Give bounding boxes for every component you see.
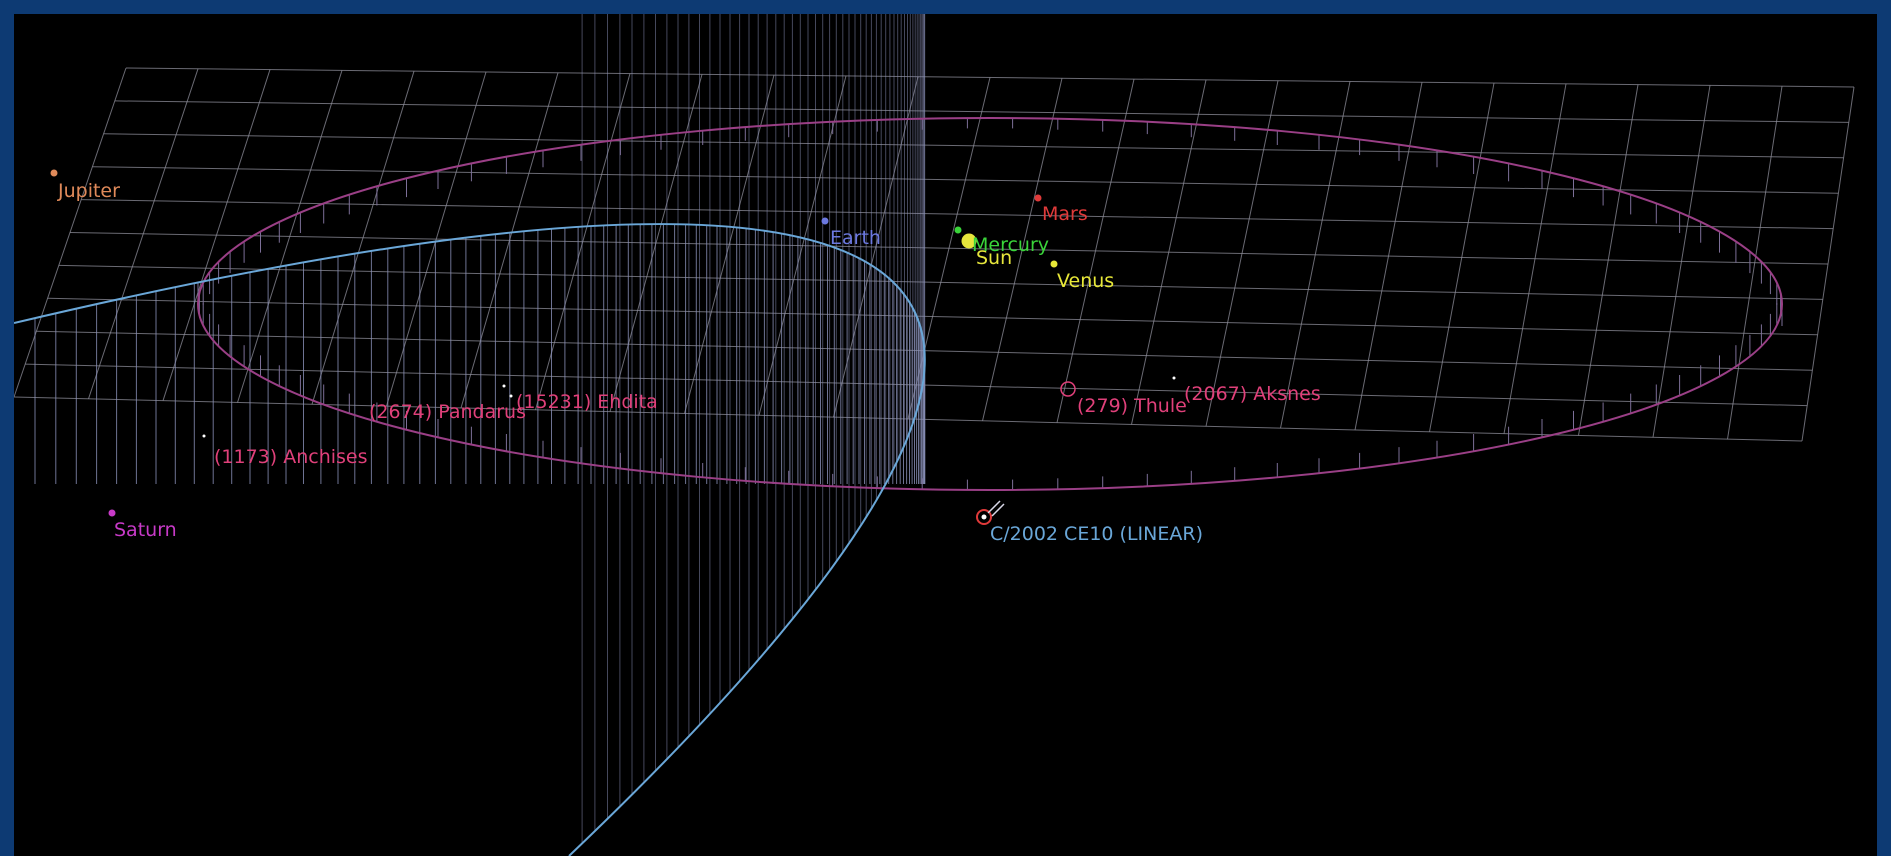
pandarus-label: (2674) Pandarus <box>369 401 526 423</box>
orbit-diagram: Jupiter Saturn Earth Sun Mercury Venus M… <box>14 14 1855 856</box>
thule-marker <box>1060 381 1076 397</box>
body-sun[interactable]: Sun <box>961 233 1013 270</box>
body-mercury[interactable]: Mercury <box>954 226 1050 257</box>
mars-marker <box>1034 194 1042 202</box>
thule-label: (279) Thule <box>1077 395 1187 417</box>
mars-label: Mars <box>1042 203 1088 225</box>
asteroid-ehdita[interactable]: (15231) Ehdita <box>502 384 658 414</box>
comet-linear[interactable]: C/2002 CE10 (LINEAR) <box>976 500 1203 545</box>
body-jupiter[interactable]: Jupiter <box>50 169 121 203</box>
pandarus-marker <box>509 394 513 398</box>
jupiter-label: Jupiter <box>57 180 120 202</box>
comet-marker <box>976 509 992 525</box>
asteroid-aksnes[interactable]: (2067) Aksnes <box>1172 376 1321 406</box>
body-earth[interactable]: Earth <box>821 217 881 250</box>
asteroid-anchises[interactable]: (1173) Anchises <box>202 434 368 469</box>
venus-marker <box>1050 260 1058 268</box>
body-venus[interactable]: Venus <box>1050 260 1115 293</box>
saturn-marker <box>108 509 116 517</box>
earth-marker <box>821 217 829 225</box>
saturn-label: Saturn <box>114 519 177 541</box>
mercury-marker <box>954 226 962 234</box>
venus-label: Venus <box>1057 270 1114 292</box>
asteroid-orbit-ellipse <box>197 117 1784 491</box>
comet-tail-icon <box>981 500 1005 520</box>
anchises-marker <box>202 434 206 438</box>
earth-label: Earth <box>830 227 881 249</box>
aksnes-label: (2067) Aksnes <box>1184 383 1321 405</box>
orbit-viewport[interactable]: Jupiter Saturn Earth Sun Mercury Venus M… <box>14 14 1877 856</box>
ehdita-label: (15231) Ehdita <box>516 391 658 413</box>
body-mars[interactable]: Mars <box>1034 194 1088 226</box>
comet-label: C/2002 CE10 (LINEAR) <box>990 523 1203 545</box>
body-saturn[interactable]: Saturn <box>108 509 177 542</box>
sun-label: Sun <box>976 247 1012 269</box>
asteroid-pandarus[interactable]: (2674) Pandarus <box>369 394 526 424</box>
mercury-label: Mercury <box>972 234 1049 256</box>
asteroid-thule[interactable]: (279) Thule <box>1060 381 1187 417</box>
anchises-label: (1173) Anchises <box>214 446 368 468</box>
aksnes-marker <box>1172 376 1176 380</box>
ehdita-marker <box>502 384 506 388</box>
comet-drop-lines <box>34 14 926 844</box>
sun-marker <box>961 233 977 249</box>
orbit-tick-marks <box>197 118 1783 490</box>
comet-orbit-path <box>14 223 926 856</box>
jupiter-marker <box>50 169 58 177</box>
ecliptic-grid <box>14 67 1855 442</box>
